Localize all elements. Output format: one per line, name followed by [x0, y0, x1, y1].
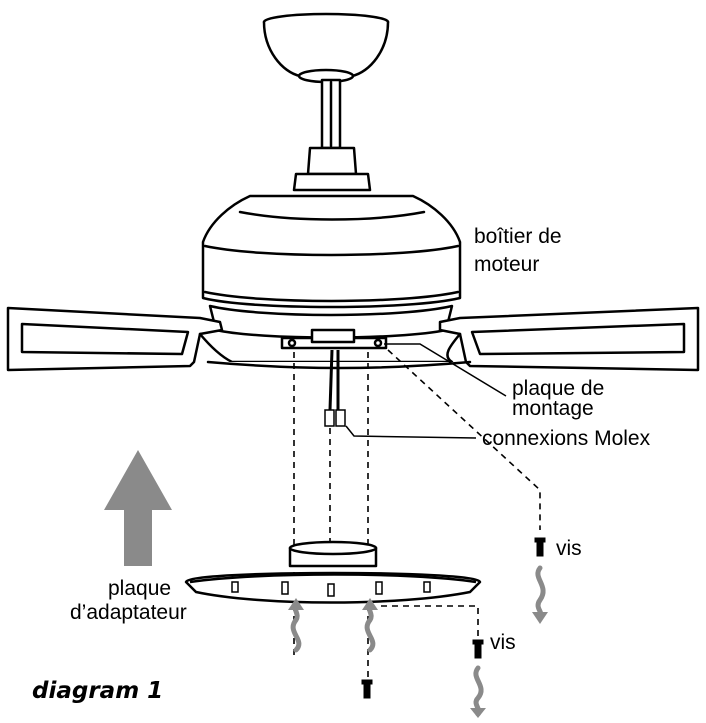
label-molex: connexions Molex	[482, 427, 651, 450]
label-motor-housing-1: boîtier de	[474, 225, 562, 248]
fan-blade-left	[6, 306, 224, 372]
upward-arrow	[104, 450, 172, 566]
molex-connectors	[324, 409, 346, 427]
screw-bottom	[472, 639, 484, 659]
screw-right	[534, 537, 546, 557]
twist-arrowheads	[288, 598, 548, 718]
downrod	[320, 78, 342, 150]
mounting-plate	[280, 328, 388, 350]
label-screw-bottom: vis	[490, 631, 516, 654]
label-adapter-1: plaque	[108, 577, 172, 600]
label-mounting-plate-1: plaque de	[512, 377, 605, 400]
label-screw-right: vis	[556, 537, 582, 560]
downrod-coupling	[292, 146, 372, 192]
ceiling-canopy	[262, 12, 390, 84]
motor-housing	[201, 194, 462, 339]
leader-lines	[345, 343, 507, 439]
adapter-tabs	[231, 581, 431, 597]
wires	[328, 349, 340, 411]
fan-blade-right	[438, 306, 700, 372]
label-motor-housing-2: moteur	[474, 253, 540, 276]
diagram-caption: diagram 1	[32, 678, 164, 704]
label-adapter-2: d’adaptateur	[70, 601, 187, 624]
screw-center	[361, 679, 373, 699]
label-mounting-plate-2: montage	[512, 397, 594, 420]
